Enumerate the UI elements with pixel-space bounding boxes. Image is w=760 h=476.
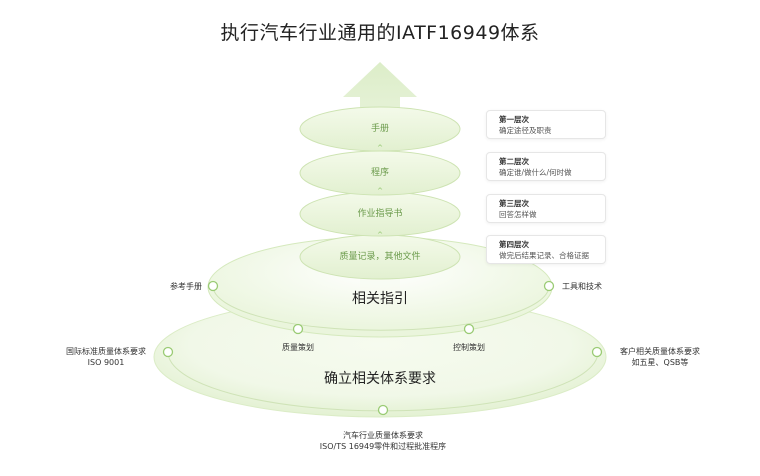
control-plan-label: 控制策划	[453, 343, 485, 352]
layer-records-label: 质量记录，其他文件	[339, 252, 421, 262]
level-card-title: 第四层次	[499, 240, 529, 249]
layer-instruction-label: 作业指导书	[357, 209, 403, 219]
level-card-4: 第四层次 做完后结果记录、合格证据	[486, 235, 606, 264]
layer-manual-label: 手册	[370, 124, 389, 134]
level-card-title: 第一层次	[499, 115, 529, 124]
quality-plan-label: 质量策划	[282, 343, 314, 352]
level-card-3: 第三层次 回答怎样做	[486, 194, 606, 223]
node-customer	[591, 346, 603, 358]
iso9001-label-2: ISO 9001	[87, 358, 125, 367]
node-iso9001	[162, 346, 174, 358]
node-quality-plan	[292, 323, 304, 335]
node-reference-manual	[207, 280, 219, 292]
customer-label-1: 客户相关质量体系要求	[620, 347, 700, 356]
page-title: 执行汽车行业通用的IATF16949体系	[220, 22, 540, 44]
level-card-title: 第二层次	[499, 157, 529, 166]
level-card-desc: 做完后结果记录、合格证据	[499, 251, 589, 260]
automotive-label-2: ISO/TS 16949零件和过程批准程序	[319, 442, 447, 451]
level-card-1: 第一层次 确定途径及职责	[486, 110, 606, 139]
node-tools-tech	[543, 280, 555, 292]
iso9001-label-1: 国际标准质量体系要求	[66, 347, 146, 356]
level-card-desc: 确定谁/做什么/何时做	[499, 168, 572, 177]
system-tier-label: 确立相关体系要求	[324, 371, 436, 387]
node-automotive	[377, 404, 389, 416]
chevron-up-icon: ^	[377, 231, 383, 239]
layer-manual	[299, 106, 461, 152]
tools-tech-label: 工具和技术	[562, 282, 602, 291]
level-card-title: 第三层次	[499, 199, 529, 208]
reference-manual-label: 参考手册	[170, 282, 202, 291]
level-card-2: 第二层次 确定谁/做什么/何时做	[486, 152, 606, 181]
automotive-label-1: 汽车行业质量体系要求	[343, 431, 423, 440]
node-control-plan	[463, 323, 475, 335]
customer-label-2: 如五星、QSB等	[631, 358, 689, 367]
level-card-desc: 确定途径及职责	[499, 126, 552, 135]
level-card-desc: 回答怎样做	[499, 210, 537, 219]
layer-procedure-label: 程序	[370, 168, 389, 178]
guide-tier-label: 相关指引	[352, 291, 408, 307]
chevron-up-icon: ^	[377, 187, 383, 195]
chevron-up-icon: ^	[377, 144, 383, 152]
